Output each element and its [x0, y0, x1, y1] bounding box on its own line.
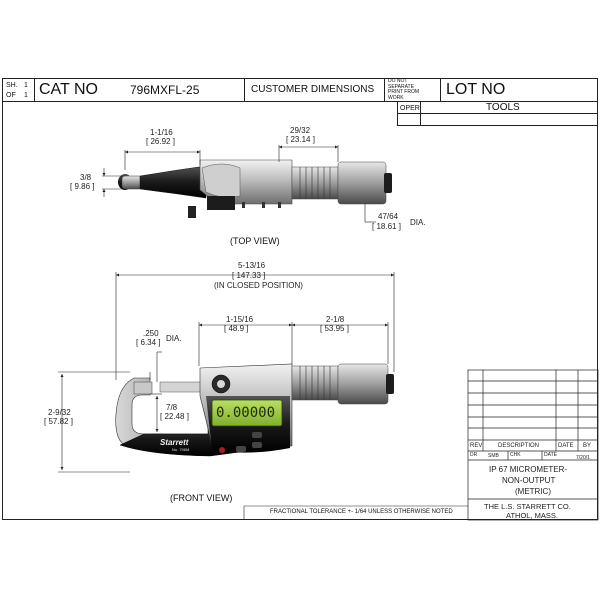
front-right-mm: [ 53.95 ]	[320, 324, 349, 333]
top-view-dimensions	[102, 145, 376, 223]
company-line-1: THE L.S. STARRETT CO.	[484, 502, 571, 511]
front-right-frac: 2-1/8	[326, 315, 345, 324]
lot-no-label: LOT NO	[446, 81, 506, 98]
tolerance-note: FRACTIONAL TOLERANCE +- 1/64 UNLESS OTHE…	[270, 509, 453, 515]
front-throat-mm: [ 22.48 ]	[160, 412, 189, 421]
front-overall-frac: 5-13/16	[238, 261, 266, 270]
product-line-2: NON-OUTPUT	[502, 476, 556, 485]
top-dim-a-frac: 1-1/16	[150, 128, 173, 137]
date-label-2: DATE	[544, 452, 557, 458]
cat-no-value: 796MXFL-25	[130, 83, 200, 97]
top-dim-d-frac: 47/64	[378, 212, 399, 221]
brand-logo: Starrett	[160, 438, 189, 447]
front-overall-mm: [ 147.33 ]	[232, 271, 266, 280]
customer-dimensions: CUSTOMER DIMENSIONS	[251, 84, 375, 95]
date-header: DATE	[558, 443, 574, 449]
revision-block-grid	[467, 369, 599, 521]
top-dim-b-mm: [ 23.14 ]	[286, 135, 315, 144]
front-view-drawing	[115, 363, 394, 457]
top-dim-b-frac: 29/32	[290, 126, 311, 135]
date-value: 7/20/1	[576, 455, 590, 461]
do-not-separate-note: DO NOT SEPARATE PRINT FROM WORK	[388, 78, 420, 101]
chk-label: CHK	[510, 452, 521, 458]
dr-label: DR	[470, 452, 478, 458]
front-spindle-mm: [ 6.34 ]	[136, 338, 161, 347]
by-header: BY	[583, 443, 592, 449]
product-line-3: (METRIC)	[515, 487, 551, 496]
description-header: DESCRIPTION	[498, 443, 540, 449]
top-view-drawing	[118, 159, 392, 218]
top-view-caption: (TOP VIEW)	[230, 236, 280, 246]
title-block	[2, 78, 598, 102]
front-spindle-frac: .250	[143, 329, 159, 338]
lcd-readout: 0.00000	[216, 405, 276, 421]
product-line-1: IP 67 MICROMETER-	[489, 465, 568, 474]
oper-row	[397, 102, 598, 114]
sheet-label: SH.	[6, 82, 18, 89]
front-overall-note: (IN CLOSED POSITION)	[214, 281, 303, 290]
front-view-dimensions	[58, 272, 395, 473]
dr-value: SMB	[488, 453, 499, 459]
front-height-mm: [ 57.82 ]	[44, 417, 73, 426]
top-dim-a-mm: [ 26.92 ]	[146, 137, 175, 146]
front-spindle-suffix: DIA.	[166, 334, 182, 343]
company-line-2: ATHOL, MASS.	[506, 511, 558, 520]
front-mid-mm: [ 48.9 ]	[224, 324, 249, 333]
oper-label: OPER	[400, 105, 420, 112]
front-throat-frac: 7/8	[166, 403, 178, 412]
front-mid-frac: 1-15/16	[226, 315, 254, 324]
rev-header: REV	[470, 443, 483, 449]
of-label: OF	[6, 92, 16, 99]
front-view-caption: (FRONT VIEW)	[170, 493, 233, 503]
top-dim-c-frac: 3/8	[80, 173, 92, 182]
top-dim-c-mm: [ 9.86 ]	[70, 182, 95, 191]
cat-no-label: CAT NO	[39, 81, 98, 98]
top-dim-d-mm: [ 18.61 ]	[372, 222, 401, 231]
drawing-frame	[2, 78, 598, 520]
model-label: No. 796M	[172, 447, 190, 452]
top-dim-d-suffix: DIA.	[410, 218, 426, 227]
oper-row-2	[397, 114, 598, 126]
of-number: 1	[24, 92, 28, 99]
sheet-number: 1	[24, 82, 28, 89]
tools-label: TOOLS	[486, 102, 520, 113]
front-height-frac: 2-9/32	[48, 408, 71, 417]
